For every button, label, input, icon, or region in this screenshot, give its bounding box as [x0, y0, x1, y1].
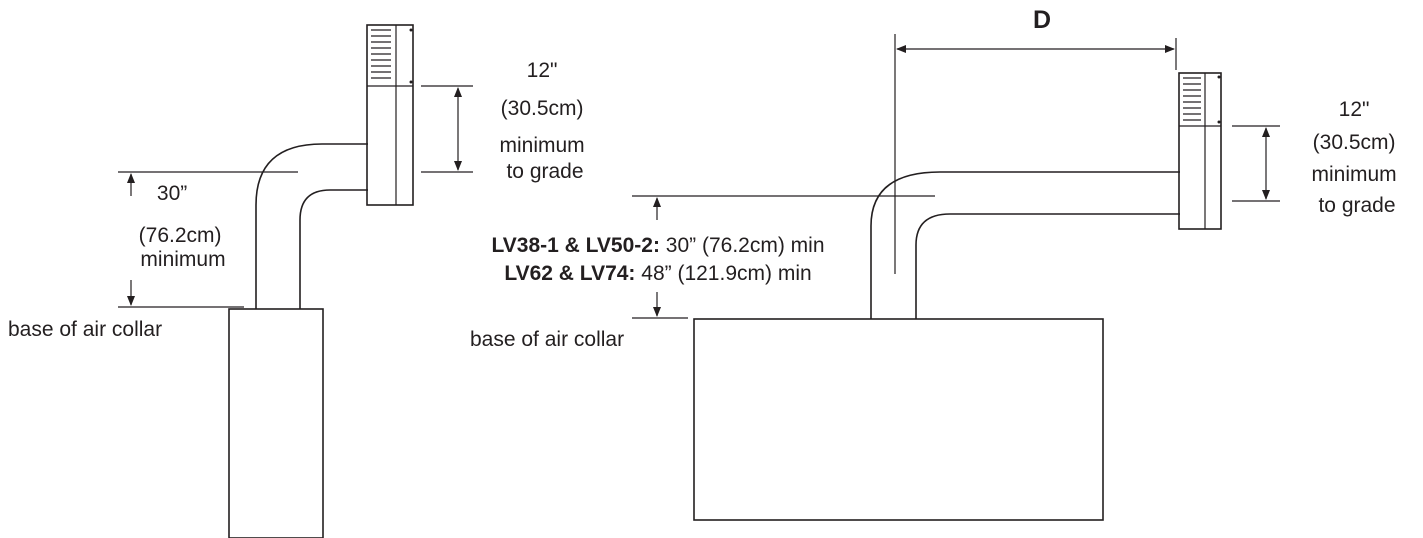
right-top-clearance-text-3: minimum [1311, 163, 1396, 186]
left-appliance-cabinet [228, 308, 324, 538]
model-clearance-line-1: LV38-1 & LV50-2: 30” (76.2cm) min [492, 234, 825, 257]
right-top-clearance-text-2: (30.5cm) [1313, 131, 1396, 154]
left-top-clearance-text-2: (30.5cm) [501, 97, 584, 120]
left-vent-pipe [255, 143, 368, 309]
left-side-clearance-text-2: (76.2cm) [139, 224, 222, 247]
left-side-clearance-text-1: 30” [157, 182, 187, 205]
svg-text:12" (30.5cm) minim: 12" (30.5cm) minimum to grade [499, 59, 590, 183]
distance-d-label: D [1033, 6, 1051, 34]
right-appliance-cabinet [693, 318, 1104, 521]
right-top-clearance-text-4: to grade [1318, 194, 1395, 217]
right-installation: D 12" (30.5cm) minimum to grade LV38-1 &… [470, 6, 1402, 521]
svg-text:30” (76.2cm) minim: 30” (76.2cm) minimum [139, 182, 228, 271]
left-side-clearance-text-3: minimum [140, 248, 225, 271]
right-base-label: base of air collar [470, 328, 624, 351]
right-top-clearance-text-1: 12" [1339, 98, 1370, 121]
left-installation: 12" (30.5cm) minimum to grade 30” (76.2c… [8, 24, 590, 538]
left-top-clearance-text-3: minimum [499, 134, 584, 157]
left-top-clearance-text-4: to grade [506, 160, 583, 183]
right-vent-pipe [870, 171, 1180, 319]
left-cap-louvers [371, 29, 391, 79]
svg-text:12" (30.5cm) minim: 12" (30.5cm) minimum to grade [1311, 98, 1402, 217]
right-cap-louvers [1183, 77, 1201, 121]
left-termination-cap [366, 24, 414, 206]
right-termination-cap [1178, 72, 1222, 230]
model-clearance-line-2: LV62 & LV74: 48” (121.9cm) min [504, 262, 811, 285]
left-top-clearance-text-1: 12" [527, 59, 558, 82]
right-vent-pipe-inner-wall [915, 213, 1180, 319]
left-vent-pipe-inner-wall [299, 189, 368, 309]
left-base-label: base of air collar [8, 318, 162, 341]
